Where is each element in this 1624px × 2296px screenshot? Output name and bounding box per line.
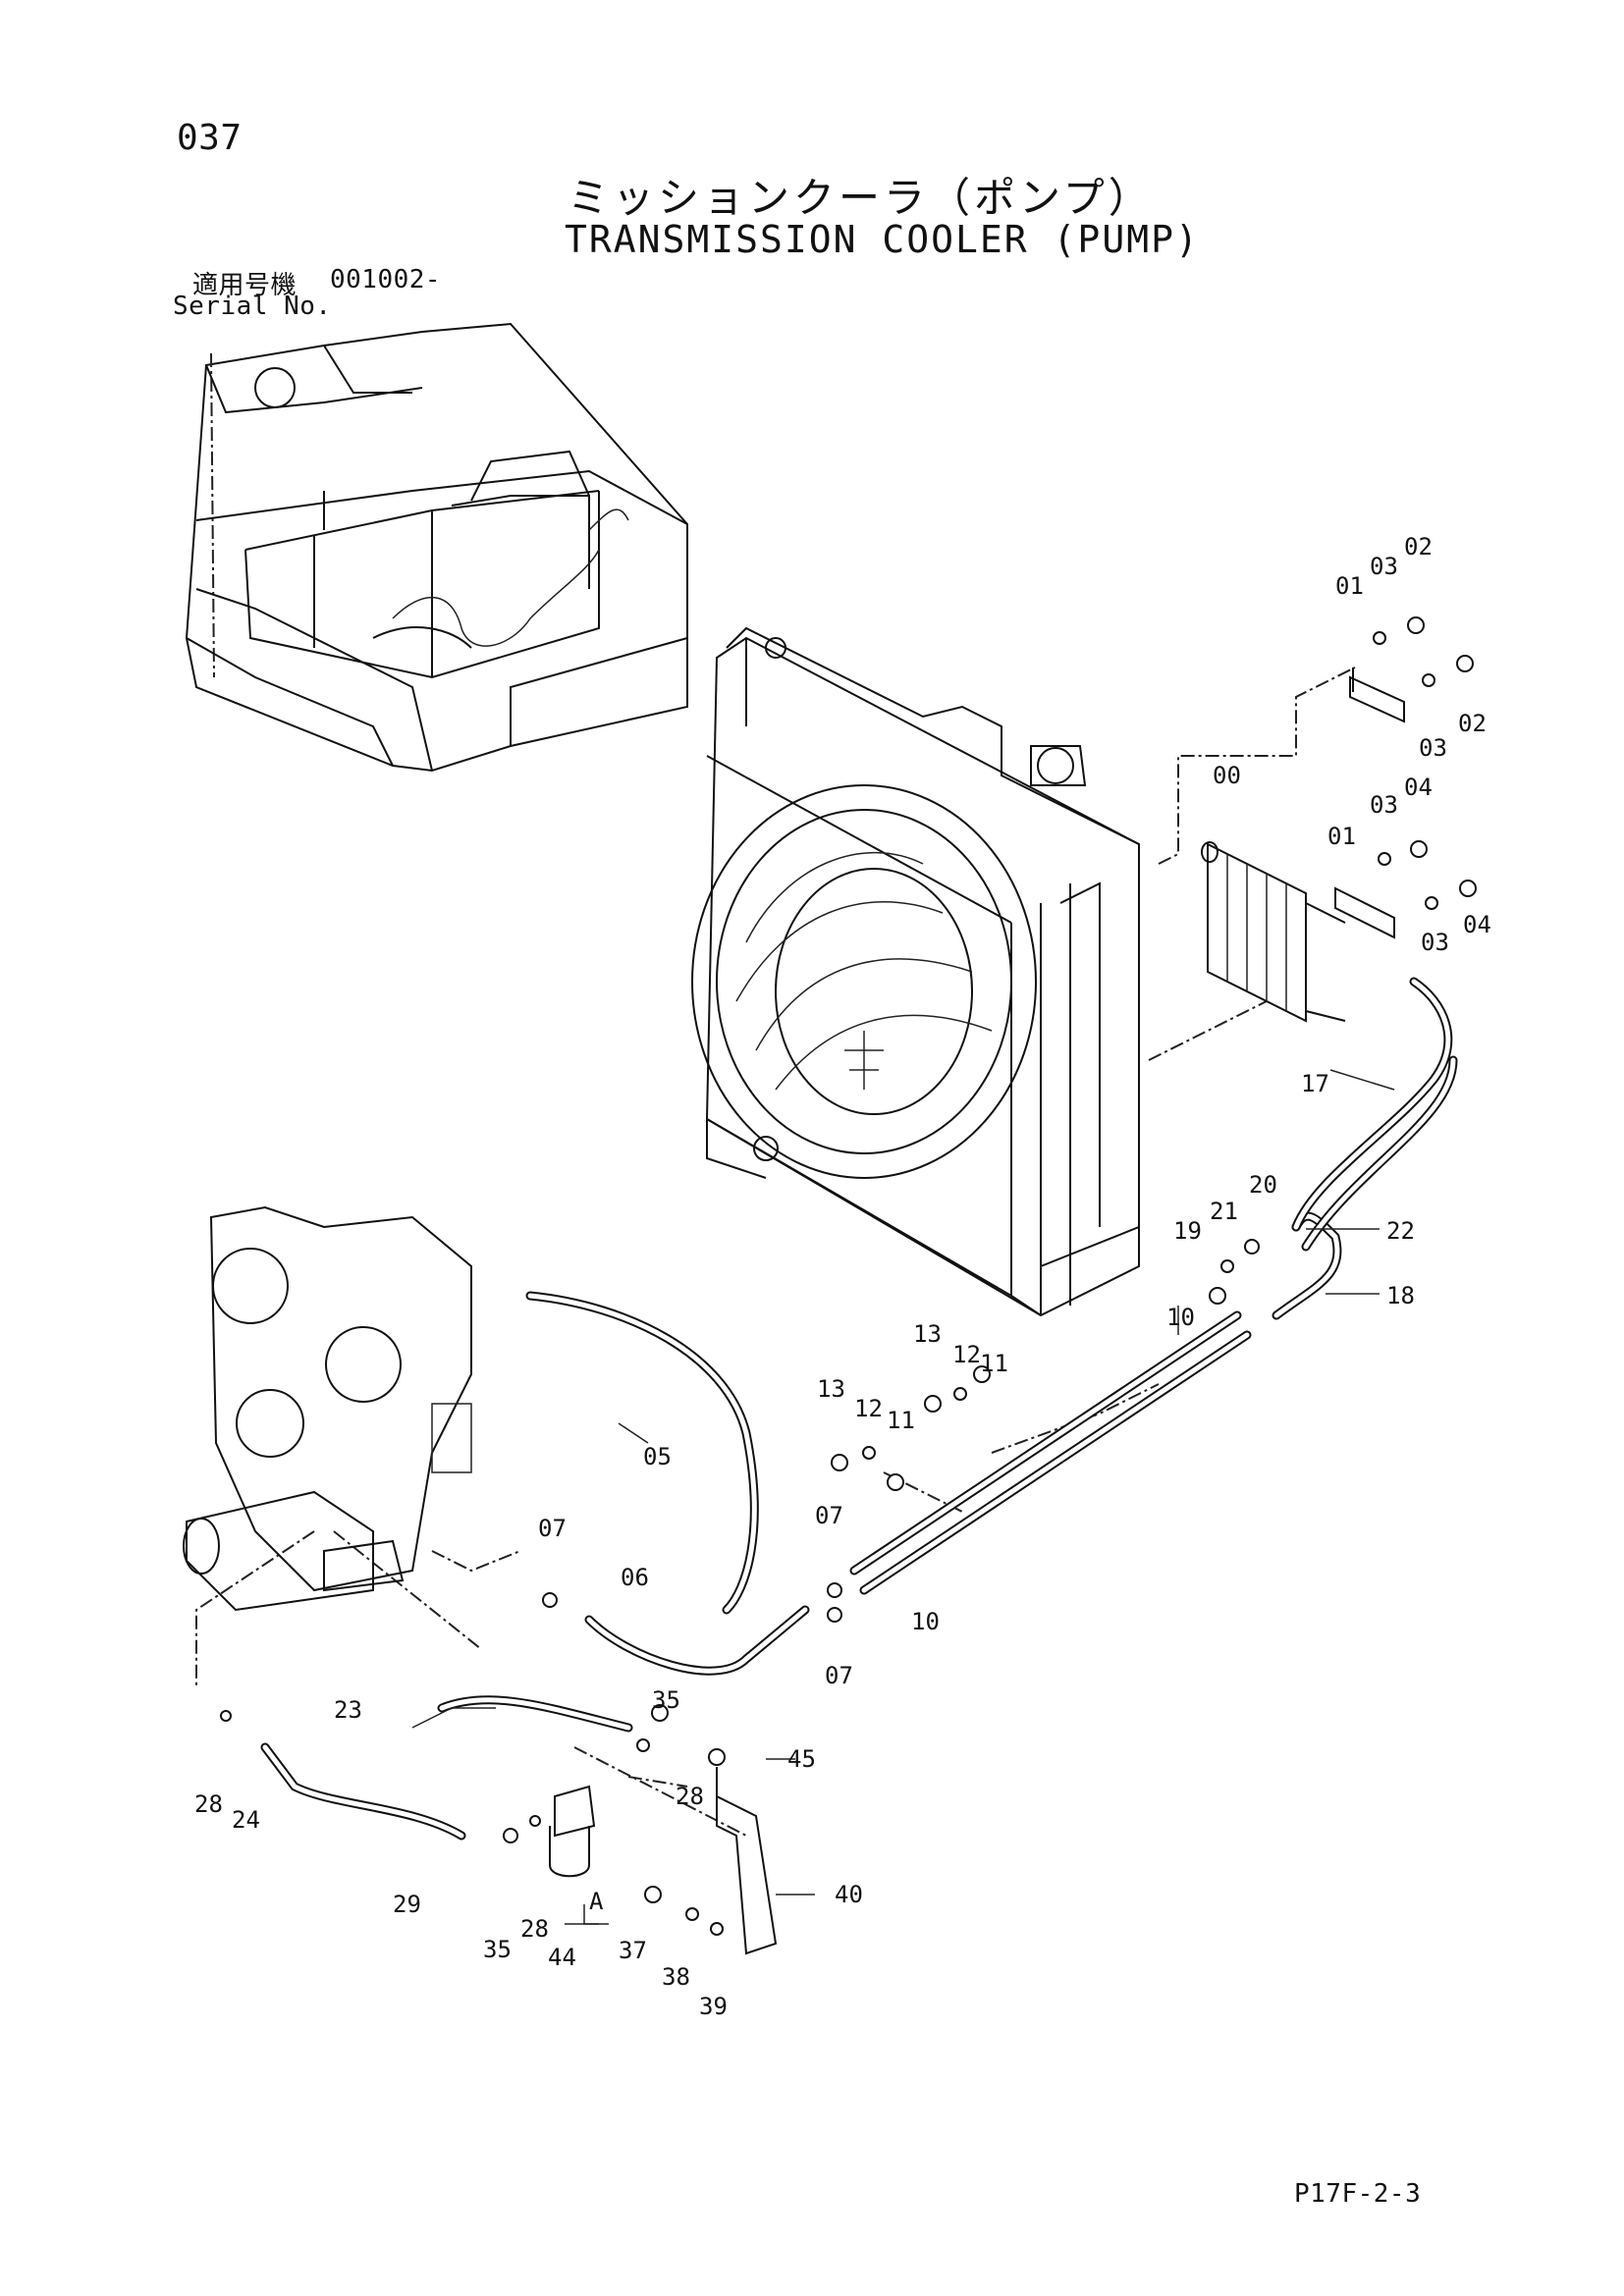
machine-body-illustration [185,322,688,773]
callout-06: 06 [621,1564,649,1591]
callout-12: 12 [952,1341,981,1368]
hose-lines [260,977,1458,1841]
callout-35: 35 [652,1686,680,1714]
callout-28: 28 [520,1915,549,1943]
callout-11: 11 [980,1350,1008,1377]
callout-44: 44 [548,1944,576,1971]
callout-05: 05 [643,1443,672,1470]
callout-01: 01 [1327,823,1356,850]
assembly-leader-lines [195,667,1356,1837]
page-code: P17F-2-3 [1294,2179,1422,2209]
callout-03: 03 [1419,734,1447,762]
serial-value: 001002- [330,265,442,294]
callout-07: 07 [538,1515,567,1542]
part-callout-labels: 02 03 01 02 03 00 03 04 01 04 03 17 20 2… [194,533,1491,2020]
callout-35: 35 [483,1936,512,1963]
transmission-pump-illustration [183,1205,472,1612]
transmission-oil-cooler [1201,667,1405,1023]
filter-and-bracket [549,1748,778,1955]
title-english: TRANSMISSION COOLER (PUMP) [565,218,1200,261]
callout-37: 37 [619,1937,647,1964]
callout-28: 28 [676,1783,704,1810]
callout-18: 18 [1386,1282,1415,1309]
callout-45: 45 [787,1745,816,1773]
callout-11: 11 [887,1407,915,1434]
callout-29: 29 [393,1891,421,1918]
callout-13: 13 [913,1320,942,1348]
callout-39: 39 [699,1993,728,2020]
callout-23: 23 [334,1696,362,1724]
callout-13: 13 [817,1375,845,1403]
callout-10: 10 [911,1608,940,1635]
callout-leader-lines [411,1069,1395,1925]
callout-03: 03 [1370,553,1398,580]
callout-17: 17 [1301,1070,1329,1097]
page-number: 037 [177,118,243,158]
callout-07: 07 [815,1502,843,1529]
callout-28: 28 [194,1790,223,1818]
callout-A: A [589,1888,604,1915]
callout-03: 03 [1421,929,1449,956]
callout-00: 00 [1213,762,1241,789]
title-japanese: ミッションクーラ（ポンプ） [568,174,1154,222]
callout-19: 19 [1173,1217,1202,1245]
radiator-fan-assembly [691,626,1140,1317]
callout-40: 40 [835,1881,863,1908]
callout-10: 10 [1166,1304,1195,1331]
callout-22: 22 [1386,1217,1415,1245]
callout-21: 21 [1210,1198,1238,1225]
callout-02: 02 [1404,533,1433,561]
callout-38: 38 [662,1963,690,1991]
serial-label-english: Serial No. [173,292,332,321]
callout-20: 20 [1249,1171,1277,1199]
callout-24: 24 [232,1806,260,1834]
callout-03: 03 [1370,791,1398,819]
callout-01: 01 [1335,572,1364,600]
callout-02: 02 [1458,710,1487,737]
callout-04: 04 [1463,911,1491,938]
callout-04: 04 [1404,774,1433,801]
callout-12: 12 [854,1395,883,1422]
callout-07: 07 [825,1662,853,1689]
fittings-and-bolts [220,616,1477,1936]
serial-label-japanese: 適用号機 [192,271,298,300]
